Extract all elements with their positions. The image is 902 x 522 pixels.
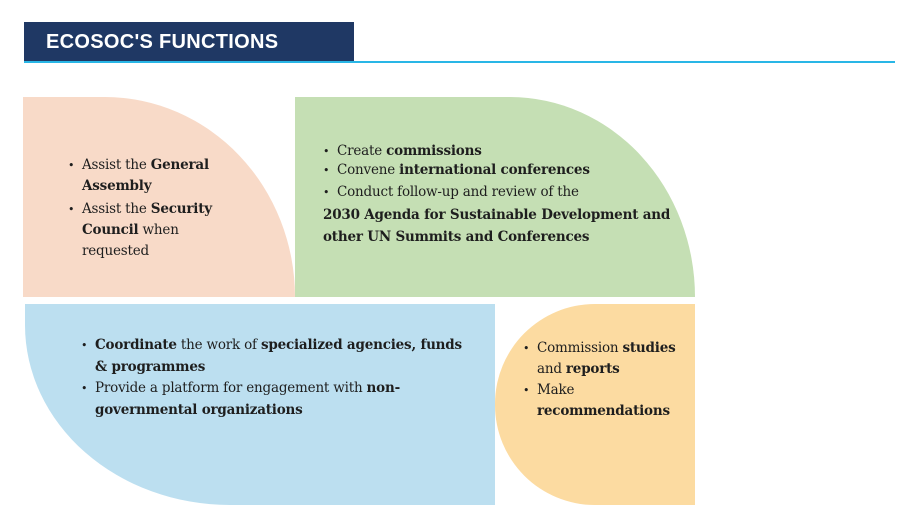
title-banner: ECOSOC'S FUNCTIONS [24,22,354,62]
text: Make [537,382,575,398]
text-bold: 2030 Agenda for Sustainable Development … [323,207,671,245]
list-item: Assist the General Assembly [68,155,238,197]
text: the work of [176,337,261,353]
bullet-list: Create commissions Convene international… [323,142,688,248]
list-item: Assist the Security Council when request… [68,199,238,262]
panel-commissions: Create commissions Convene international… [295,97,695,297]
text-bold: reports [565,361,620,377]
text: when requested [82,222,179,259]
list-item: Convene international conferences [323,161,688,180]
text: Convene [337,162,400,178]
panel-coordination: Coordinate the work of specialized agenc… [25,304,495,505]
list-item: Conduct follow-up and review of the [323,183,688,202]
text: Create [337,143,387,159]
text-bold: international conferences [399,162,590,178]
text: Assist the [82,157,151,173]
text-bold: Coordinate [95,337,177,353]
text: Provide a platform for engagement with [95,380,367,396]
text-bold: non-governmental organizations [95,380,400,418]
bullet-list: Coordinate the work of specialized agenc… [81,335,471,421]
text: Conduct follow-up and review of the [337,184,579,200]
page-title: ECOSOC'S FUNCTIONS [46,31,279,53]
text: Commission [537,340,623,356]
list-item-continuation: 2030 Agenda for Sustainable Development … [323,204,688,248]
list-item: Commission studies and reports [523,338,691,380]
text-bold: recommendations [537,403,670,419]
panel-general-assembly: Assist the General Assembly Assist the S… [23,97,295,297]
list-item: Provide a platform for engagement with n… [81,378,471,421]
text: Assist the [82,201,151,217]
title-underline [24,61,895,63]
bullet-list: Commission studies and reports Make reco… [523,338,691,422]
text: and [537,361,566,377]
text-bold: General Assembly [82,157,209,194]
text-bold: specialized agencies, funds & programmes [95,337,462,375]
panel-studies: Commission studies and reports Make reco… [495,304,695,505]
list-item: Coordinate the work of specialized agenc… [81,335,471,378]
bullet-list: Assist the General Assembly Assist the S… [68,155,238,262]
text-bold: Security Council [82,201,212,238]
list-item: Create commissions [323,142,688,161]
text-bold: commissions [386,143,482,159]
text-bold: studies [622,340,676,356]
list-item: Make recommendations [523,380,691,422]
